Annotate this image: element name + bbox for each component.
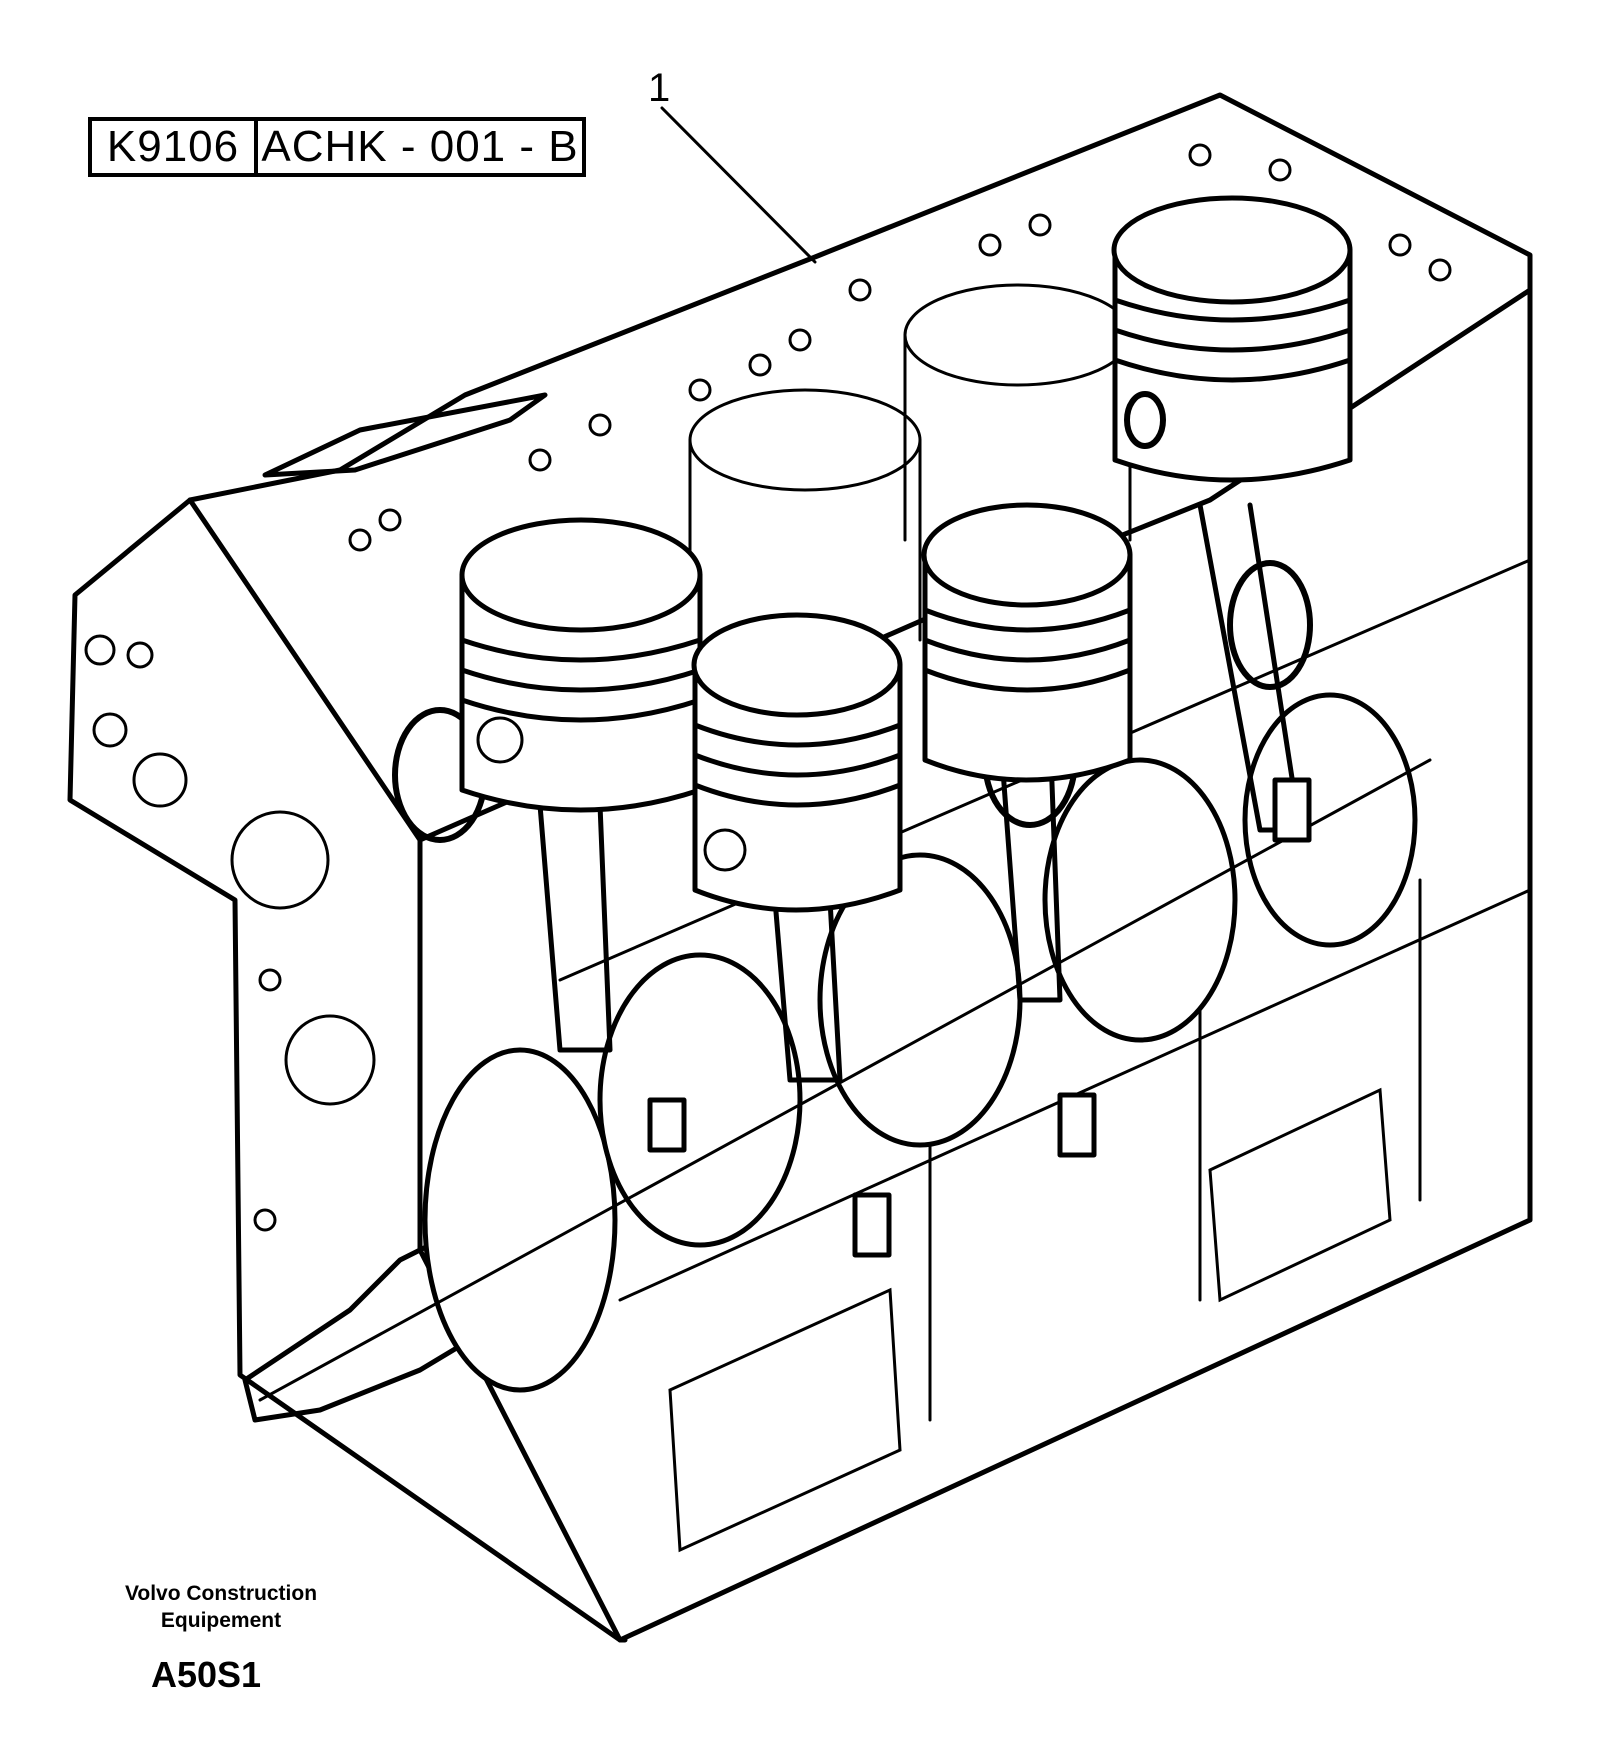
piston-4 <box>1112 247 1353 483</box>
callout-leader-line <box>660 106 817 264</box>
footer-brand-line2: Equipement <box>160 1609 282 1632</box>
crank-web-rear <box>1242 692 1418 948</box>
piston-pin-ring-3 <box>1227 560 1313 690</box>
part-code-box: ACHK - 001 - B <box>254 117 586 177</box>
piston-ghost-1 <box>688 438 922 642</box>
crankshaft-axis <box>258 758 1432 1402</box>
figure-code-box: K9106 <box>88 117 258 177</box>
footer-brand-line1: Volvo Construction <box>124 1582 318 1605</box>
crank-web-front <box>422 1047 618 1393</box>
crank-web-2 <box>597 952 803 1248</box>
piston-1-pin-hole <box>476 716 524 764</box>
footer-brand: Volvo Construction Equipement <box>90 1580 352 1634</box>
connecting-rod-2 <box>772 897 843 1083</box>
crank-web-4 <box>1042 757 1238 1043</box>
connecting-rod-1 <box>537 802 613 1053</box>
piston-3 <box>922 552 1133 783</box>
oil-pan-panel-2 <box>1208 1087 1392 1303</box>
piston-2-pin-hole <box>703 828 747 872</box>
callout-number-1: 1 <box>648 66 671 110</box>
rod-cap-bolts <box>647 777 1312 1258</box>
part-code-text: ACHK - 001 - B <box>261 122 579 171</box>
block-front-face <box>417 287 1533 1643</box>
deck-bolt-holes <box>348 143 1452 552</box>
piston-4-pin-hole <box>1124 391 1166 449</box>
pistons <box>459 195 1353 913</box>
flange-plate-upper <box>262 392 548 478</box>
connecting-rod-3 <box>997 727 1063 1003</box>
oil-pan-panel-1 <box>668 1287 902 1553</box>
flange-bolt-holes <box>84 634 376 1232</box>
drawing-code: A50S1 <box>151 1654 262 1695</box>
figure-code-text: K9106 <box>106 122 240 171</box>
